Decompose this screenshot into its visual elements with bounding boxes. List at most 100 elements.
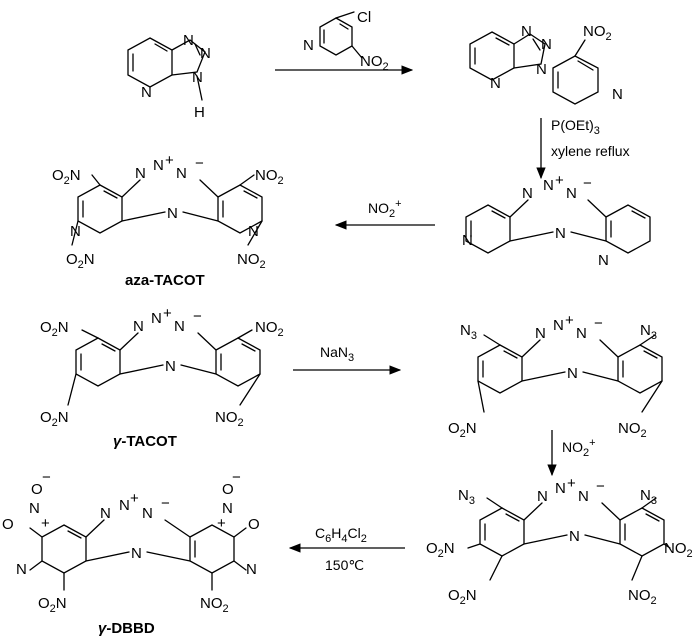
- charge-minus-b: −: [583, 175, 592, 192]
- compound-pyrido-tetraazapentalene: N N + N − N N N: [462, 172, 651, 269]
- atom-n-a2: N: [153, 157, 164, 174]
- group-o2n-g1: O2N: [40, 319, 69, 339]
- atom-n-e8: N: [246, 561, 257, 578]
- group-o2n-aza-3: O2N: [66, 251, 95, 271]
- atom-n-e5: N: [142, 505, 153, 522]
- label-gamma-dbbd: γ-DBBD: [98, 620, 155, 637]
- charge-plus-e1: +: [41, 515, 50, 532]
- atom-n-e7: N: [222, 500, 233, 517]
- atom-n-d4: N: [567, 365, 578, 382]
- atom-n-triazole-2: N: [541, 36, 552, 53]
- atom-n-e2: N: [16, 561, 27, 578]
- condition-solvent: C6H4Cl2: [315, 525, 367, 545]
- group-no2-d4: NO2: [618, 420, 647, 440]
- group-n3-d2: N3: [640, 322, 657, 342]
- group-o2n-aza-1: O2N: [52, 167, 81, 187]
- atom-n-b2: N: [543, 177, 554, 194]
- atom-n-d1: N: [535, 325, 546, 342]
- atom-n-b3: N: [566, 185, 577, 202]
- atom-n-e3: N: [100, 505, 111, 522]
- atom-n-f3: N: [578, 488, 589, 505]
- atom-n-a-right: N: [248, 223, 259, 240]
- group-o2n-f4: O2N: [448, 587, 477, 607]
- reagent-triethyl-phosphite: P(OEt)3: [551, 117, 600, 137]
- atom-n-e6: N: [131, 545, 142, 562]
- atom-n-pyridine-a: N: [490, 75, 501, 92]
- condition-xylene-reflux: xylene reflux: [551, 143, 630, 159]
- charge-minus-a: −: [195, 155, 204, 172]
- compound-tetranitro-diazido-tacot: N N + N − N N3 N3 O2N O2N NO2 NO2: [426, 475, 693, 607]
- atom-o-e2: O: [2, 516, 14, 533]
- atom-n-triazole-1: N: [521, 23, 532, 40]
- label-gamma-tacot: γ-TACOT: [113, 433, 177, 450]
- group-n3-d1: N3: [460, 322, 477, 342]
- label-aza-tacot: aza-TACOT: [125, 272, 205, 289]
- atom-o-e1: O: [31, 481, 43, 498]
- atom-n-pyridine-b: N: [612, 86, 623, 103]
- compound-gamma-dbbd: N O − + O N N N + N − N N O − + O N O2N …: [2, 469, 260, 637]
- group-no2-aza-2: NO2: [255, 167, 284, 187]
- charge-plus-e3: +: [217, 515, 226, 532]
- charge-minus-e3: −: [232, 469, 241, 486]
- atom-n-a3: N: [176, 165, 187, 182]
- reagent-nitronium-1: NO2+: [368, 198, 402, 220]
- atom-n-b-right: N: [598, 252, 609, 269]
- atom-n-triazole-3: N: [536, 61, 547, 78]
- group-o2n-e1: O2N: [38, 595, 67, 615]
- atom-n-b1: N: [522, 185, 533, 202]
- compound-diazido-tacot: N N + N − N N3 N3 O2N NO2: [448, 312, 663, 440]
- charge-plus-b: +: [555, 172, 564, 189]
- atom-n-d3: N: [576, 325, 587, 342]
- atom-n-f2: N: [555, 480, 566, 497]
- atom-n1: N: [183, 32, 194, 49]
- atom-n-f4: N: [569, 528, 580, 545]
- atom-o-e4: O: [248, 516, 260, 533]
- atom-n-pyridine: N: [141, 84, 152, 101]
- charge-plus-d: +: [565, 312, 574, 329]
- charge-minus-c: −: [193, 308, 202, 325]
- charge-minus-f: −: [596, 478, 605, 495]
- atom-n-b4: N: [555, 225, 566, 242]
- charge-minus-d: −: [594, 315, 603, 332]
- charge-plus-a: +: [165, 152, 174, 169]
- group-n3-f1: N3: [458, 487, 475, 507]
- group-no2-g4: NO2: [215, 409, 244, 429]
- group-o2n-g3: O2N: [40, 409, 69, 429]
- atom-h: H: [194, 104, 205, 121]
- compound-gamma-tacot: N N + N − N O2N NO2 O2N NO2 γ-TACOT: [40, 305, 284, 450]
- atom-n-reagent: N: [303, 37, 314, 54]
- group-o2n-f3: O2N: [426, 540, 455, 560]
- atom-n-e1: N: [29, 500, 40, 517]
- atom-n-e4: N: [119, 497, 130, 514]
- atom-n-c4: N: [165, 358, 176, 375]
- atom-n-b-left: N: [462, 232, 473, 249]
- charge-plus-f: +: [567, 475, 576, 492]
- group-no2-reagent: NO2: [360, 53, 389, 73]
- group-o2n-d3: O2N: [448, 420, 477, 440]
- atom-n-c3: N: [174, 318, 185, 335]
- reagent-sodium-azide: NaN3: [320, 344, 354, 364]
- atom-n-c1: N: [133, 318, 144, 335]
- group-no2-product1: NO2: [583, 23, 612, 43]
- atom-n3: N: [192, 69, 203, 86]
- compound-aza-tacot: N N + N − N N N O2N NO2 O2N NO2 aza-TACO…: [52, 152, 284, 289]
- reagent-chloronitropyridine: Cl N NO2: [303, 9, 389, 73]
- atom-n-c2: N: [151, 310, 162, 327]
- group-no2-f6: NO2: [628, 587, 657, 607]
- charge-minus-e2: −: [161, 495, 170, 512]
- atom-cl: Cl: [357, 9, 371, 26]
- condition-temperature: 150℃: [325, 557, 364, 573]
- atom-n-a1: N: [135, 165, 146, 182]
- group-no2-g2: NO2: [255, 319, 284, 339]
- group-n3-f2: N3: [640, 487, 657, 507]
- charge-plus-c: +: [163, 305, 172, 322]
- group-no2-aza-4: NO2: [237, 251, 266, 271]
- atom-o-e3: O: [222, 481, 234, 498]
- charge-plus-e2: +: [130, 490, 139, 507]
- compound-azabenzotriazole: N N N H N: [127, 32, 211, 121]
- reagent-nitronium-2: NO2+: [562, 437, 596, 459]
- atom-n-a4: N: [167, 205, 178, 222]
- group-no2-f5: NO2: [664, 540, 693, 560]
- atom-n-d2: N: [553, 317, 564, 334]
